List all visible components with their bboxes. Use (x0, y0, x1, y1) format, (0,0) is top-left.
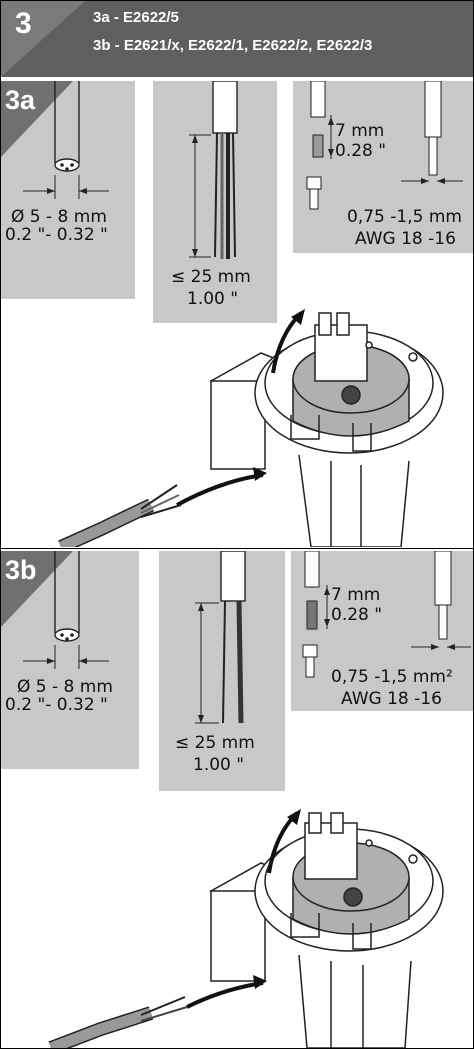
cable-diameter-mm: Ø 5 - 8 mm (11, 207, 107, 227)
stripped-cable (189, 81, 238, 259)
wire-strip-detail (302, 551, 471, 678)
loose-cable (48, 996, 188, 1048)
cable-diameter-in: 0.2 "- 0.32 " (5, 225, 108, 245)
device-illustration (209, 812, 444, 1048)
strip-length-mm: ≤ 25 mm (175, 733, 255, 753)
wire-awg: AWG 18 -16 (341, 689, 442, 709)
section-divider (1, 548, 473, 549)
strip-length-in: 1.00 " (193, 755, 245, 775)
wire-strip-mm: 7 mm (331, 585, 381, 605)
arrow-head (291, 309, 305, 325)
wire-strip-detail (306, 81, 463, 210)
section-3b-diagram (1, 551, 473, 1048)
header-line-3b: 3b - E2621/x, E2622/1, E2622/2, E2622/3 (93, 37, 373, 54)
cable-diameter-in: 0.2 "- 0.32 " (5, 695, 108, 715)
stripped-cable (195, 551, 246, 724)
cable-end-view (23, 551, 109, 669)
section-tag: 3b (5, 555, 37, 585)
section-3b: 3b Ø 5 - 8 mm 0.2 "- 0.32 " ≤ 25 mm 1.00… (1, 551, 473, 1048)
strip-length-in: 1.00 " (187, 289, 239, 309)
header-line-3a: 3a - E2622/5 (93, 9, 179, 26)
step-number-badge: 3 (1, 1, 85, 77)
step-header: 3 3a - E2622/5 3b - E2621/x, E2622/1, E2… (1, 1, 473, 77)
loose-cable (58, 484, 182, 547)
wire-section: 0,75 -1,5 mm² (331, 667, 453, 687)
strip-length-mm: ≤ 25 mm (171, 267, 251, 287)
wire-awg: AWG 18 -16 (355, 229, 456, 249)
step-number: 3 (15, 7, 32, 40)
device-illustration (209, 312, 444, 547)
cable-end-view (23, 81, 109, 199)
wire-strip-in: 0.28 " (331, 605, 383, 625)
step-badge-shape (1, 1, 85, 77)
cable-diameter-mm: Ø 5 - 8 mm (17, 677, 113, 697)
wire-strip-mm: 7 mm (335, 121, 385, 141)
section-3a: 3a Ø 5 - 8 mm 0.2 "- 0.32 " ≤ 25 mm 1.00… (1, 81, 473, 547)
wire-section: 0,75 -1,5 mm (347, 207, 462, 227)
section-tag: 3a (5, 85, 36, 115)
section-3a-diagram (1, 81, 473, 547)
wire-strip-in: 0.28 " (335, 141, 387, 161)
